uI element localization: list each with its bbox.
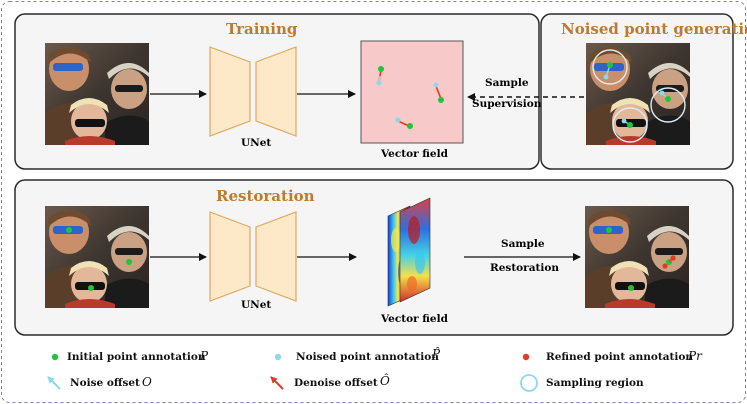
- noised-point: [376, 80, 382, 86]
- training-unet-label: UNet: [241, 137, 272, 149]
- legend-denoise-offset-label: Denoise offset: [294, 377, 378, 389]
- noised-point: [395, 117, 401, 123]
- legend-noised-label: Noised point annotation: [296, 351, 439, 363]
- restoration-sample-label: Sample: [501, 238, 545, 250]
- legend-sampling-region: [520, 374, 538, 392]
- restoration-restoration-label: Restoration: [490, 262, 559, 274]
- legend-noised-point: [274, 353, 282, 361]
- noised-generation-title: Noised point generation: [561, 20, 747, 38]
- link-sample-label: Sample: [485, 77, 529, 89]
- restoration-output-image: [585, 206, 689, 308]
- denoise-offset-arrow: [435, 85, 442, 100]
- noised-point: [433, 82, 439, 88]
- training-vector-field-label: Vector field: [381, 148, 448, 160]
- legend-sampling-region-label: Sampling region: [546, 377, 644, 389]
- restoration-title: Restoration: [216, 187, 315, 205]
- legend-noise-offset-symbol: O: [142, 375, 152, 389]
- initial-point: [438, 97, 444, 103]
- restoration-unet-label: UNet: [241, 299, 272, 311]
- training-vector-field: [360, 40, 464, 144]
- legend-refined-label: Refined point annotation: [546, 351, 694, 363]
- legend-refined-point: [522, 353, 530, 361]
- legend-noise-offset-arrow: [47, 376, 61, 390]
- legend-initial-label: Initial point annotation: [67, 351, 206, 363]
- training-unet: [209, 46, 297, 137]
- restoration-input-image: [45, 206, 149, 308]
- legend-refined-symbol: Pr: [688, 349, 702, 363]
- noised-generation-image: [586, 43, 690, 145]
- legend-initial-symbol: P: [200, 349, 209, 363]
- restoration-panel: [14, 179, 734, 336]
- training-title: Training: [226, 20, 298, 38]
- legend-noised-symbol: P̂: [432, 347, 441, 361]
- legend-denoise-offset-symbol: Ô: [380, 374, 390, 388]
- training-input-image: [45, 43, 149, 145]
- initial-point: [378, 66, 384, 72]
- restoration-unet: [209, 211, 297, 302]
- restoration-vector-field-stack: [387, 197, 431, 307]
- initial-point: [407, 123, 413, 129]
- restoration-vector-field-label: Vector field: [381, 313, 448, 325]
- legend-denoise-offset-arrow: [270, 376, 284, 390]
- legend-initial-point: [51, 353, 59, 361]
- legend-noise-offset-label: Noise offset: [70, 377, 140, 389]
- link-supervision-label: Supervision: [472, 98, 542, 110]
- legend-refined-symbol-text: Pr: [688, 349, 702, 363]
